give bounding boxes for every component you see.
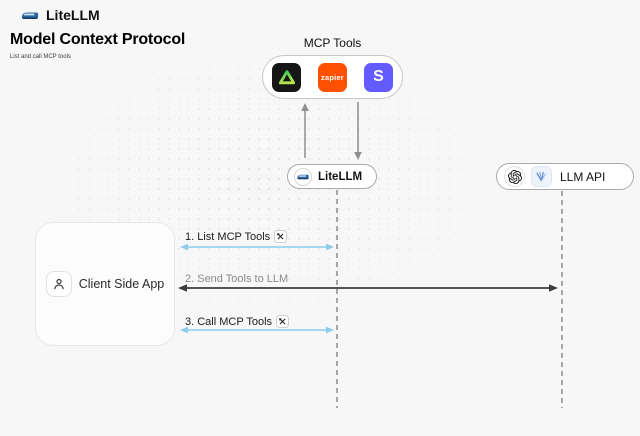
step3-label-row: 3. Call MCP Tools [185, 315, 290, 328]
mcp-down-arrowhead [354, 152, 362, 160]
litellm-node: LiteLLM [287, 164, 377, 189]
green-triangle-tool-icon [272, 62, 301, 92]
llm-api-node-label: LLM API [560, 169, 606, 184]
user-icon [45, 271, 72, 297]
tools-icon [274, 230, 288, 243]
tools-icon [276, 315, 290, 328]
mcp-tools-label: MCP Tools [303, 36, 362, 50]
zapier-icon: zapier [318, 62, 347, 92]
step2-label-row: 2. Send Tools to LLM [185, 273, 288, 285]
page-title: Model Context Protocol [10, 31, 186, 48]
step1-label-row: 1. List MCP Tools [185, 230, 288, 243]
step1-label: 1. List MCP Tools [185, 230, 271, 243]
brand-header: LiteLLM [20, 7, 100, 23]
litellm-node-logo-icon [294, 167, 312, 186]
step3-label: 3. Call MCP Tools [185, 315, 273, 328]
brand-text: LiteLLM [46, 7, 100, 23]
litellm-node-label: LiteLLM [318, 170, 363, 183]
zapier-wordmark: zapier [321, 72, 344, 82]
stripe-letter: S [373, 68, 384, 85]
mcp-up-arrowhead [301, 103, 309, 111]
mcp-tools-box: zapier S [262, 55, 403, 99]
llm-api-node: LLM API [496, 163, 634, 190]
page-subtitle: List and call MCP tools [10, 54, 71, 60]
litellm-logo-icon [21, 12, 39, 19]
client-side-app-node: Client Side App [35, 222, 175, 346]
client-side-app-label: Client Side App [78, 277, 165, 291]
step2-label: 2. Send Tools to LLM [185, 273, 289, 285]
stripe-icon: S [364, 62, 393, 92]
openai-icon [504, 166, 525, 187]
llm-provider-icon [531, 166, 552, 187]
